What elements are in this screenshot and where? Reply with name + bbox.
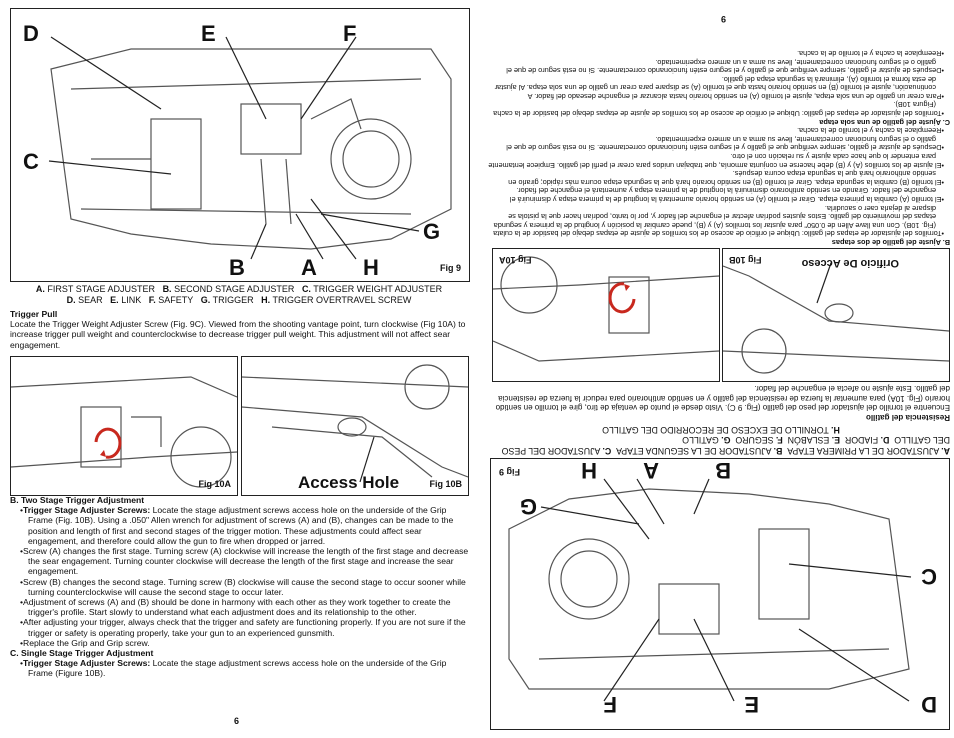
- fig10b-es-diagram: Orificio De Acceso Fig 10B: [722, 248, 950, 382]
- two-stage-bullet-4: •Adjustment of screws (A) and (B) should…: [20, 597, 451, 618]
- trigger-pull-heading: Trigger Pull: [10, 309, 58, 319]
- fig9-label: Fig 9: [439, 263, 461, 273]
- fig10a-diagram: Fig 10A: [10, 356, 238, 496]
- fig9-es-letter-e: E: [744, 692, 759, 717]
- access-hole-label: Access Hole: [298, 473, 400, 492]
- fig9-caption: A. FIRST STAGE ADJUSTER B. SECOND STAGE …: [10, 284, 468, 306]
- resistencia-section: Resistencia del gatillo Encuentre el tor…: [495, 384, 950, 422]
- two-stage-bullet-5: •After adjusting your trigger, always ch…: [20, 617, 466, 638]
- fig9-letter-c: C: [23, 149, 39, 174]
- fig9-caption-line2: D. SEAR E. LINK F. SAFETY G. TRIGGER H. …: [66, 295, 412, 305]
- fig9-letter-f: F: [343, 21, 357, 46]
- fig9-diagram: D E F C G B A H Fig 9: [10, 8, 470, 282]
- fig9-es-letter-d: D: [921, 692, 937, 717]
- fig9-letter-g: G: [423, 219, 441, 244]
- trigger-pull-section: Trigger Pull Locate the Trigger Weight A…: [10, 309, 470, 350]
- fig9-caption-line1: A. FIRST STAGE ADJUSTER B. SECOND STAGE …: [35, 284, 443, 294]
- fig9-es-letter-a: A: [643, 458, 659, 483]
- fig9-letter-a: A: [301, 255, 317, 280]
- fig9-es-diagram: D E F C G B A H Fig 9: [490, 458, 950, 730]
- fig9-es-caption: A. AJUSTADOR DE LA PRIMERA ETAPA B. AJUS…: [501, 425, 950, 456]
- fig9-es-letter-b: B: [715, 458, 731, 483]
- fig10a-label: Fig 10A: [198, 479, 231, 489]
- single-stage-bullet-1: •Trigger Stage Adjuster Screws: Locate t…: [20, 658, 447, 679]
- access-hole-es-label: Orificio De Acceso: [801, 257, 899, 269]
- right-page-number: 9: [720, 14, 726, 24]
- fig9-letter-h: H: [363, 255, 379, 280]
- trigger-pull-body: Locate the Trigger Weight Adjuster Screw…: [10, 319, 466, 350]
- fig9-letter-d: D: [23, 21, 39, 46]
- fig9-es-letter-g: G: [519, 494, 537, 519]
- right-page-rotated: 9 D E F C: [484, 0, 954, 738]
- fig9-letter-b: B: [229, 255, 245, 280]
- fig9-es-letter-c: C: [921, 564, 937, 589]
- fig10a-es-diagram: Fig 10A: [492, 248, 720, 382]
- fig9-es-label: Fig 9: [499, 467, 521, 477]
- two-stage-bullet-6: •Replace the Grip and Grip screw.: [20, 637, 150, 648]
- single-stage-heading: C. Single Stage Trigger Adjustment: [10, 648, 154, 659]
- two-stage-bullet-2: •Screw (A) changes the first stage. Turn…: [20, 546, 469, 577]
- fig9-letter-e: E: [201, 21, 216, 46]
- two-stage-bullet-3: •Screw (B) changes the second stage. Tur…: [20, 576, 466, 597]
- left-page-number: 6: [234, 716, 240, 726]
- two-stage-heading: B. Two Stage Trigger Adjustment: [10, 495, 145, 505]
- fig9-es-letter-f: F: [603, 692, 617, 717]
- fig9-drawing: [48, 36, 452, 260]
- two-stage-section: B. Two Stage Trigger Adjustment •Trigger…: [10, 495, 470, 679]
- spanish-instructions: B. Ajuste del gatillo de dos etapas •Tor…: [488, 48, 950, 247]
- fig10b-diagram: Access Hole Fig 10B: [241, 356, 469, 496]
- two-stage-bullet-1: •Trigger Stage Adjuster Screws: Locate t…: [20, 505, 454, 546]
- fig10b-es-label: Fig 10B: [729, 255, 762, 265]
- fig10a-es-label: Fig 10A: [499, 255, 532, 265]
- fig10b-label: Fig 10B: [429, 479, 462, 489]
- fig9-es-letter-h: H: [581, 458, 597, 483]
